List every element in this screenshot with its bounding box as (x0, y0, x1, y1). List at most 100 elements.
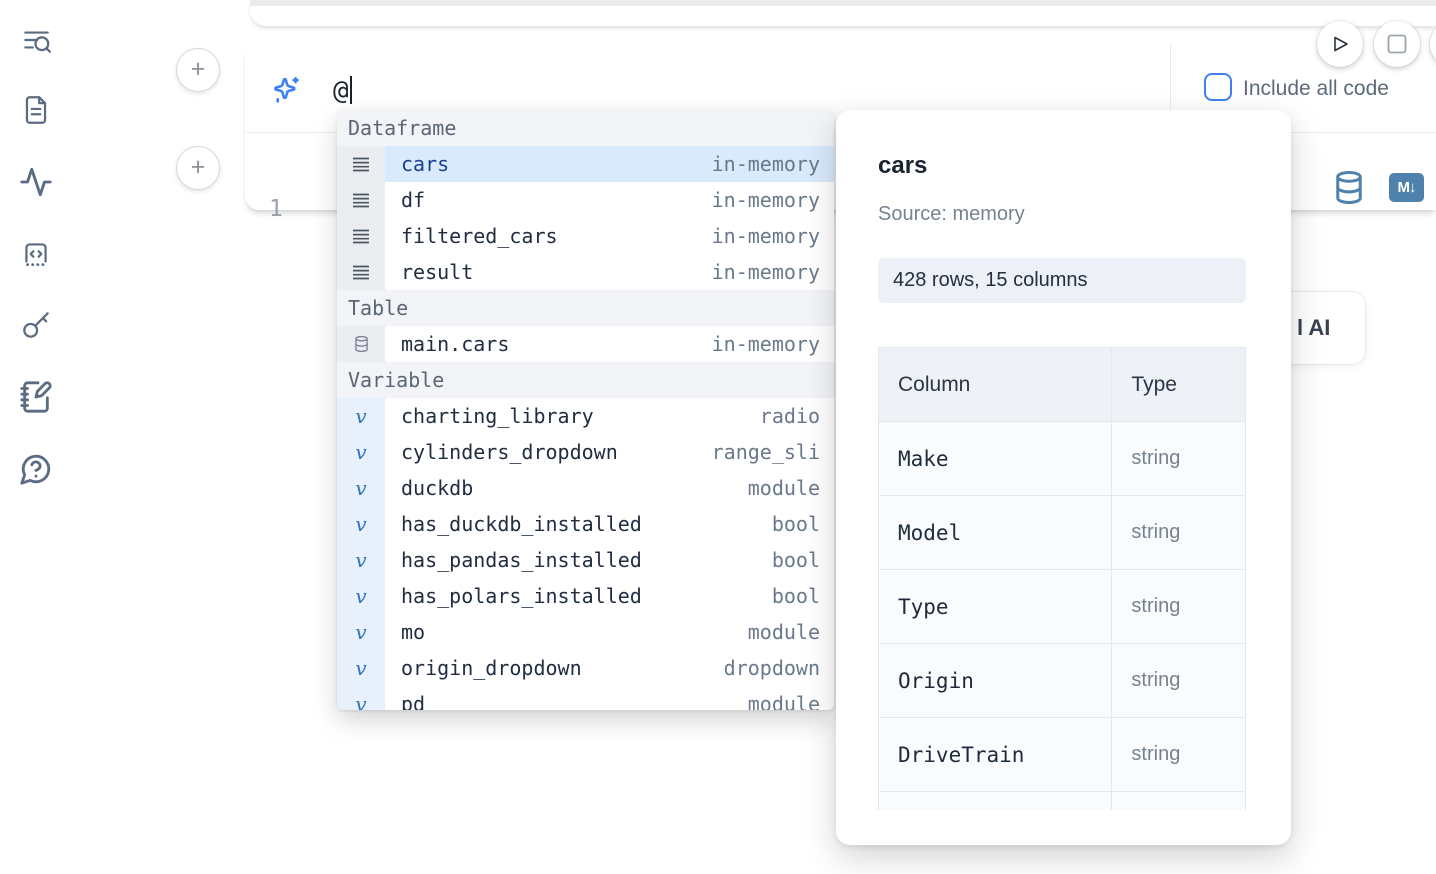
add-cell-button-bottom[interactable]: + (176, 146, 220, 190)
autocomplete-item-type: in-memory (711, 260, 820, 284)
autocomplete-item-type: bool (771, 584, 820, 608)
rows-icon (353, 229, 369, 243)
partial-button[interactable] (1430, 21, 1436, 67)
autocomplete-item-cars[interactable]: cars in-memory (337, 146, 834, 182)
markdown-icon[interactable]: M↓ (1389, 173, 1424, 202)
autocomplete-item-gutter (337, 218, 385, 254)
autocomplete-section-header: Dataframe (337, 110, 834, 146)
autocomplete-item-gutter: v (337, 686, 385, 710)
run-cell-button[interactable] (1317, 21, 1363, 67)
shape-badge: 428 rows, 15 columns (878, 258, 1246, 303)
notebook-pen-icon[interactable] (18, 379, 54, 415)
add-cell-button-top[interactable]: + (176, 48, 220, 92)
schema-header-column: Column (878, 347, 1113, 422)
autocomplete-item-gutter: v (337, 650, 385, 686)
autocomplete-item-result[interactable]: result in-memory (337, 254, 834, 290)
schema-column-name: Type (878, 569, 1113, 644)
schema-column-type: string (1111, 495, 1246, 570)
variable-icon: v (355, 620, 367, 644)
autocomplete-item-name: main.cars (401, 332, 510, 356)
autocomplete-item-type: bool (771, 548, 820, 572)
stop-button[interactable] (1374, 21, 1420, 67)
help-chat-icon[interactable] (18, 451, 54, 487)
autocomplete-item-type: range_sli (711, 440, 820, 464)
code-square-icon[interactable] (18, 236, 54, 272)
key-icon[interactable] (18, 307, 54, 343)
rows-icon (353, 193, 369, 207)
autocomplete-item-name: pd (401, 692, 426, 710)
file-text-icon[interactable] (18, 92, 54, 128)
autocomplete-item-name: cylinders_dropdown (401, 440, 618, 464)
ai-prompt-input[interactable]: @ (333, 76, 352, 106)
autocomplete-item-type: in-memory (711, 152, 820, 176)
schema-header-row: Column Type (878, 347, 1246, 422)
code-line-number: 1 (269, 196, 283, 222)
autocomplete-item-has_polars_installed[interactable]: v has_polars_installed bool (337, 578, 834, 614)
autocomplete-item-name: charting_library (401, 404, 594, 428)
stop-icon (1387, 34, 1407, 54)
autocomplete-item-name: result (401, 260, 474, 284)
autocomplete-item-gutter (337, 326, 385, 362)
previous-cell-toolbar-strip (250, 0, 1436, 6)
autocomplete-section-header: Variable (337, 362, 834, 398)
autocomplete-item-gutter (337, 146, 385, 182)
activity-icon[interactable] (18, 164, 54, 200)
autocomplete-item-type: bool (771, 512, 820, 536)
schema-column-type: string (1111, 717, 1246, 792)
schema-row-clipped (878, 791, 1246, 810)
autocomplete-item-type: dropdown (723, 656, 820, 680)
variable-icon: v (355, 476, 367, 500)
database-icon (354, 335, 368, 353)
autocomplete-item-name: mo (401, 620, 426, 644)
autocomplete-item-name: cars (401, 152, 450, 176)
play-icon (1334, 36, 1348, 52)
variable-icon: v (355, 404, 367, 428)
autocomplete-section-header: Table (337, 290, 834, 326)
autocomplete-item-type: in-memory (711, 224, 820, 248)
schema-column-name: DriveTrain (878, 717, 1113, 792)
autocomplete-item-gutter: v (337, 578, 385, 614)
variable-icon: v (355, 512, 367, 536)
rows-icon (353, 157, 369, 171)
variable-icon: v (355, 656, 367, 680)
prompt-value: @ (333, 76, 349, 106)
variable-icon: v (355, 440, 367, 464)
preview-title: cars (878, 152, 928, 179)
autocomplete-item-gutter: v (337, 614, 385, 650)
autocomplete-item-name: has_polars_installed (401, 584, 642, 608)
schema-column-type: string (1111, 643, 1246, 718)
autocomplete-item-name: origin_dropdown (401, 656, 582, 680)
list-search-icon[interactable] (18, 22, 54, 58)
database-icon[interactable] (1334, 169, 1364, 211)
autocomplete-item-type: module (747, 620, 820, 644)
autocomplete-item-cylinders_dropdown[interactable]: v cylinders_dropdown range_sli (337, 434, 834, 470)
autocomplete-item-gutter (337, 254, 385, 290)
autocomplete-item-type: module (747, 476, 820, 500)
preview-source: Source: memory (878, 203, 1025, 225)
rows-icon (353, 265, 369, 279)
include-all-code-checkbox[interactable] (1204, 73, 1232, 101)
divider (1170, 44, 1171, 133)
autocomplete-item-origin_dropdown[interactable]: v origin_dropdown dropdown (337, 650, 834, 686)
variable-icon: v (355, 584, 367, 608)
autocomplete-item-gutter: v (337, 542, 385, 578)
autocomplete-item-mo[interactable]: v mo module (337, 614, 834, 650)
